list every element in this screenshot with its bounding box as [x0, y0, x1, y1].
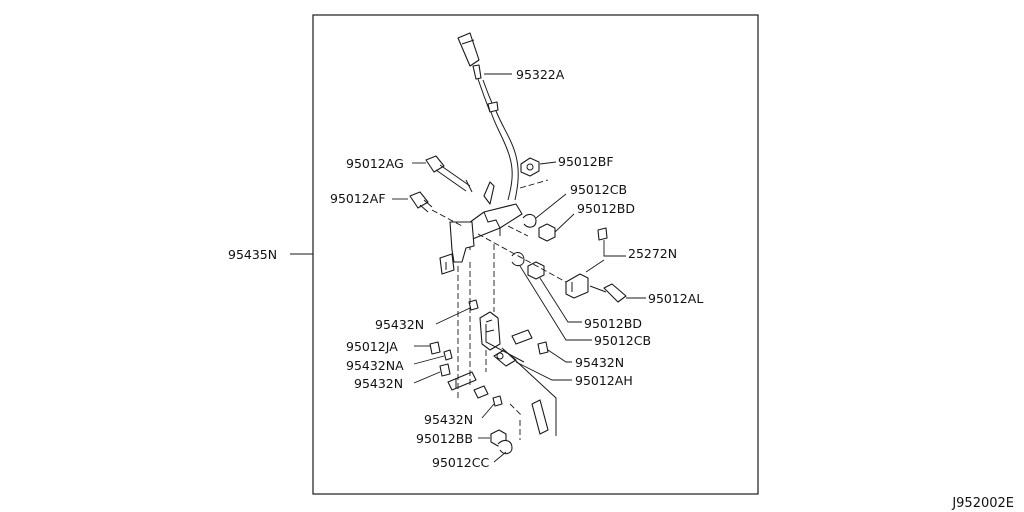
- label-95012AH: 95012AH: [575, 373, 633, 388]
- diagram-code: J952002E: [951, 496, 1014, 511]
- label-95435N: 95435N: [228, 247, 277, 262]
- grommet-95432N-2: [537, 341, 549, 355]
- washer-95432NA: [443, 349, 453, 361]
- nut-95012JA: [429, 341, 441, 355]
- part-labels: 95322A 95012AG 95012BF 95012CB 95012AF 9…: [228, 67, 703, 470]
- label-95432N-4: 95432N: [424, 412, 473, 427]
- shift-knob: [457, 32, 480, 67]
- label-25272N: 25272N: [628, 246, 677, 261]
- shift-lever-assembly: [439, 32, 523, 275]
- label-95012AL: 95012AL: [648, 291, 703, 306]
- label-95012CC: 95012CC: [432, 455, 489, 470]
- label-95012BD-top: 95012BD: [577, 201, 635, 216]
- label-95012AG: 95012AG: [346, 156, 404, 171]
- nut-95012BD-bottom: [527, 261, 545, 280]
- label-95012CB-bottom: 95012CB: [594, 333, 651, 348]
- label-95012JA: 95012JA: [346, 339, 398, 354]
- diagram-frame: [312, 14, 759, 495]
- support-arm: [449, 221, 475, 263]
- nut-95012BF: [520, 157, 540, 177]
- label-95012CB-top: 95012CB: [570, 182, 627, 197]
- leader-lines: [290, 73, 646, 463]
- label-95012BD-bottom: 95012BD: [584, 316, 642, 331]
- label-95012BF: 95012BF: [558, 154, 614, 169]
- label-95012AF: 95012AF: [330, 191, 386, 206]
- bracket-95012AL: [565, 273, 627, 303]
- label-95012BB: 95012BB: [416, 431, 473, 446]
- clip-95012CB-bottom: [511, 251, 525, 267]
- label-95322A: 95322A: [516, 67, 565, 82]
- nut-95012BD-top: [538, 223, 556, 242]
- clip-95012CB-top: [522, 213, 537, 228]
- label-95432N-1: 95432N: [375, 317, 424, 332]
- switch-25272N: [597, 227, 608, 241]
- link-bar: [531, 399, 549, 435]
- bolt-95012AG: [425, 155, 473, 193]
- grommet-95432N-3: [439, 363, 451, 377]
- label-95432NA: 95432NA: [346, 358, 404, 373]
- assembly-dash-lines: [431, 179, 567, 440]
- lower-linkage: [447, 311, 549, 435]
- bolt-95012AF: [409, 191, 433, 213]
- lever-boot-top: [472, 64, 482, 80]
- label-95432N-3: 95432N: [354, 376, 403, 391]
- clip-95012CC: [497, 439, 513, 455]
- grommet-95432N-4: [492, 395, 503, 407]
- label-95432N-2: 95432N: [575, 355, 624, 370]
